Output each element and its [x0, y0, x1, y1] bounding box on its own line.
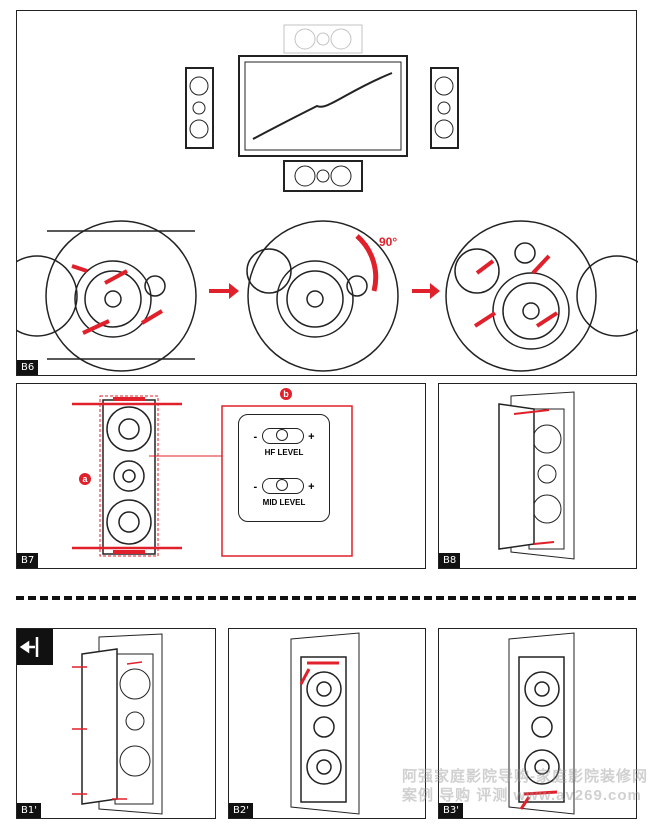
panel-b8: B8: [438, 383, 637, 569]
center-speaker-top-ghost: [283, 24, 363, 54]
b3p-illustration: [508, 632, 575, 815]
watermark-line2: 案例 导购 评测 www.av269.com: [402, 787, 642, 804]
slider-toggle[interactable]: [261, 477, 304, 494]
section-divider: [16, 596, 636, 600]
mid-level-label: MID LEVEL: [262, 498, 306, 507]
plus-label: +: [308, 481, 315, 493]
minus-label: -: [253, 431, 258, 443]
red-arrows: [71, 234, 559, 335]
b2p-illustration: [290, 632, 360, 815]
detail-circle-3: [445, 220, 638, 372]
center-speaker-bottom: [283, 160, 363, 192]
callout-b: b: [280, 388, 292, 400]
b6-illustration: [17, 24, 638, 372]
hf-level-label: HF LEVEL: [264, 448, 304, 457]
panel-label-b7: B7: [17, 553, 39, 568]
panel-b2-prime: B2': [228, 628, 426, 819]
b7-illustration: [72, 395, 353, 557]
hf-level-switch[interactable]: - + HF LEVEL: [245, 427, 323, 457]
switch-callout-box: [221, 405, 353, 557]
left-speaker: [185, 67, 214, 149]
panel-label-b1-prime: B1': [17, 803, 41, 818]
watermark-line1: 阿强家庭影院导购-家庭影院装修网: [402, 768, 648, 785]
panel-b1-prime: B1': [16, 628, 216, 819]
panel-label-b3-prime: B3': [439, 803, 463, 818]
panel-label-b8: B8: [439, 553, 461, 568]
b1p-illustration: [17, 629, 163, 815]
switch-panel: - + HF LEVEL - + MID LEVEL: [238, 414, 330, 522]
panel-b7: a b - + HF LEVEL - + MID LEVEL B7: [16, 383, 426, 569]
panel-b3-prime: B3': [438, 628, 637, 819]
minus-label: -: [253, 481, 258, 493]
panel-b6: 90° B6: [16, 10, 638, 376]
tv-screen: [238, 55, 408, 157]
rotation-label: 90°: [379, 235, 398, 249]
callout-a: a: [79, 473, 91, 485]
b8-illustration: [498, 391, 575, 560]
plus-label: +: [308, 431, 315, 443]
right-speaker: [430, 67, 459, 149]
slider-toggle[interactable]: [261, 427, 304, 444]
panel-label-b2-prime: B2': [229, 803, 253, 818]
detail-circle-2: [246, 220, 399, 372]
in-wall-speaker: [102, 399, 156, 555]
size-arrows: [72, 397, 222, 554]
mid-level-switch[interactable]: - + MID LEVEL: [245, 477, 323, 507]
panel-label-b6: B6: [17, 360, 39, 375]
detail-circle-1: [17, 220, 197, 372]
